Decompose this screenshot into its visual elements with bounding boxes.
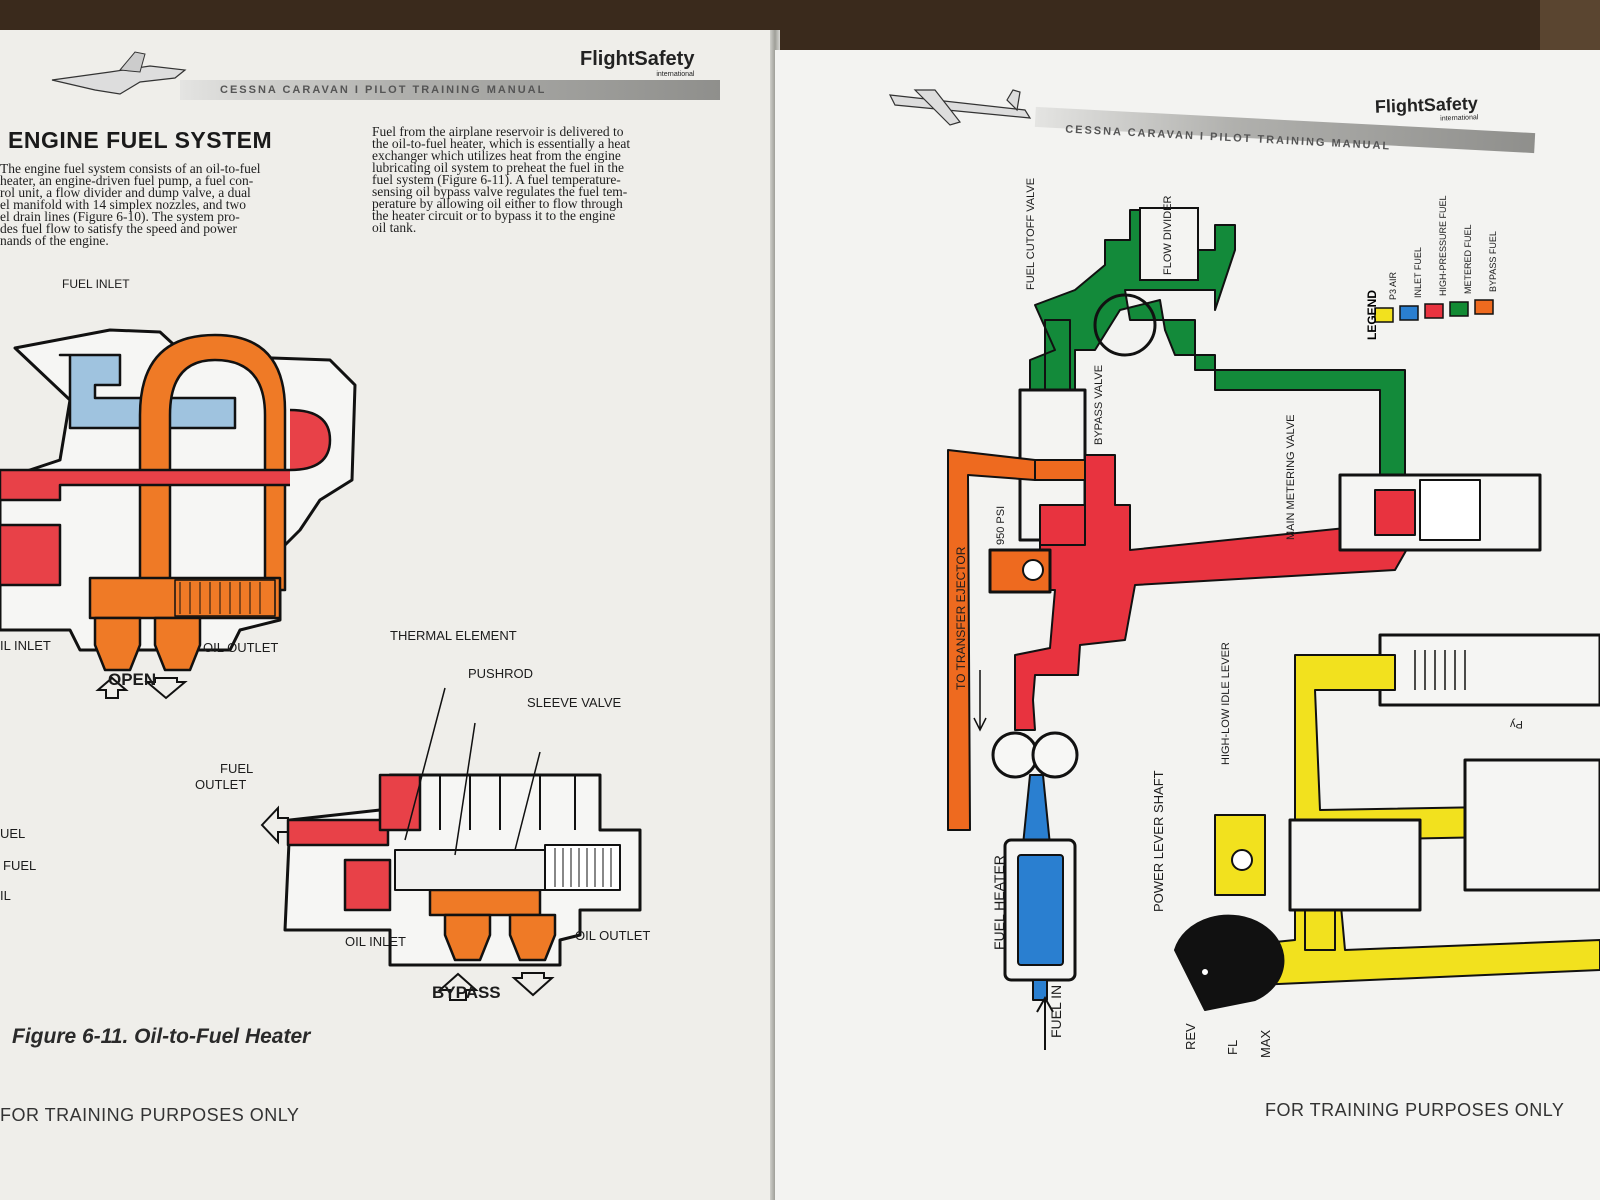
high-low-idle-lever-label: HIGH-LOW IDLE LEVER [1220, 642, 1232, 765]
oil-inlet-arrow-icon [95, 676, 129, 699]
flow-divider-label: FLOW DIVIDER [1162, 195, 1174, 275]
bypass-oil-outlet-arrow-icon [511, 972, 555, 997]
thermal-element-label: THERMAL ELEMENT [390, 628, 517, 643]
figure-caption: Figure 6-11. Oil-to-Fuel Heater [12, 1025, 311, 1048]
power-lever-disk [1174, 914, 1285, 1011]
paragraph-line: exchanger which utilizes heat from the e… [372, 148, 621, 163]
left-page-artwork [0, 51, 642, 1001]
legend-title: LEGEND [1365, 289, 1379, 340]
fuel-outlet-arrow-icon [260, 805, 289, 845]
max-label: MAX [1258, 1029, 1273, 1058]
page-footer: FOR TRAINING PURPOSES ONLY [0, 1105, 300, 1125]
bypass-valve-label: BYPASS VALVE [1093, 364, 1105, 445]
bypass-oil-inlet-arrow-icon [437, 972, 479, 1001]
page-footer: FOR TRAINING PURPOSES ONLY [1265, 1100, 1565, 1120]
pushrod-label: PUSHROD [468, 666, 534, 681]
fuel-heater-label: FUEL HEATER [991, 855, 1007, 950]
oil-inlet-label: IL INLET [0, 638, 51, 653]
fuel-in-arrow-icon [1036, 995, 1054, 1050]
fuel-inlet-label: FUEL INLET [62, 277, 130, 291]
partial-legend-item: FUEL [3, 858, 37, 873]
bypass-caption: BYPASS [432, 983, 501, 1002]
manual-title: CESSNA CARAVAN I PILOT TRAINING MANUAL [220, 84, 547, 96]
paragraph-line: fuel system (Figure 6-11). A fuel temper… [372, 172, 621, 187]
section-heading: ENGINE FUEL SYSTEM [8, 127, 273, 153]
oil-outlet-arrow-icon [144, 677, 188, 700]
sleeve-valve-label: SLEEVE VALVE [527, 695, 622, 710]
paragraph-line: The engine fuel system consists of an oi… [0, 161, 261, 176]
fuel-outlet-label-1: FUEL [220, 761, 254, 776]
transfer-ejector-arrow-icon [973, 670, 987, 732]
legend-swatch [1399, 305, 1419, 321]
leader-lines [404, 687, 541, 856]
legend-swatches [1374, 299, 1494, 323]
fuel-in-label: FUEL IN [1048, 984, 1064, 1038]
bypass-oil-outlet-label: OIL OUTLET [575, 928, 651, 943]
legend-item-metered-fuel: METERED FUEL [1463, 224, 1473, 294]
paragraph-col2: Fuel from the airplane reservoir is deli… [372, 124, 732, 235]
partial-legend-item: UEL [0, 826, 26, 841]
bypass-diagram [283, 773, 642, 967]
paragraph-line: des fuel flow to satisfy the speed and p… [0, 221, 237, 236]
fuel-cutoff-valve-label: FUEL CUTOFF VALVE [1025, 177, 1037, 290]
paragraph-line: oil tank. [372, 220, 417, 235]
partial-legend-item: IL [0, 888, 11, 903]
paragraph-line: the oil-to-fuel heater, which is essenti… [372, 136, 631, 151]
open-diagram [0, 328, 357, 672]
bypass-oil-inlet-label: OIL INLET [345, 934, 406, 949]
cutoff-valve-icon [1093, 293, 1157, 357]
cessna-plane-logo-icon [888, 89, 1032, 126]
paragraph-line: heater, an engine-driven fuel pump, a fu… [0, 173, 254, 188]
legend-item-bypass-fuel: BYPASS FUEL [1488, 231, 1498, 292]
oil-outlet-label: OIL OUTLET [203, 640, 279, 655]
legend-item-inlet-fuel: INLET FUEL [1413, 247, 1423, 298]
high-pressure-fuel-line [1014, 454, 1416, 731]
fuel-outlet-label-2: OUTLET [195, 777, 247, 792]
fl-label: FL [1225, 1039, 1240, 1055]
main-metering-valve-label: MAIN METERING VALVE [1285, 414, 1297, 540]
paragraph-line: perature by allowing oil either to flow … [372, 196, 623, 211]
py-label: Py [1510, 718, 1523, 730]
open-caption: OPEN [108, 670, 157, 689]
paragraph-line: the heater circuit or to bypass it to th… [372, 208, 616, 223]
legend-swatch [1374, 307, 1394, 323]
header-band [180, 80, 720, 100]
paragraph-line: Fuel from the airplane reservoir is deli… [372, 124, 624, 139]
paragraph-line: sensing oil bypass valve regulates the f… [372, 184, 628, 199]
legend-swatch [1424, 303, 1444, 319]
paragraph-col1: The engine fuel system consists of an oi… [0, 161, 360, 248]
power-lever-shaft-label: POWER LEVER SHAFT [1151, 770, 1166, 912]
paragraph-line: el drain lines (Figure 6-10). The system… [0, 209, 240, 224]
bypass-fuel-line [947, 449, 1036, 831]
legend-item-p3-air: P3 AIR [1388, 271, 1398, 300]
to-transfer-ejector-label: TO TRANSFER EJECTOR [954, 546, 968, 690]
rev-label: REV [1183, 1023, 1198, 1050]
jet-logo-icon [51, 51, 187, 95]
legend-swatch [1449, 301, 1469, 317]
paragraph-line: lubricating oil system to preheat the fu… [372, 160, 624, 175]
legend-swatch [1474, 299, 1494, 315]
psi-label: 950 PSI [995, 505, 1007, 545]
paragraph-line: rol unit, a flow divider and dump valve,… [0, 185, 251, 200]
fuel-system-schematic [888, 89, 1600, 1050]
legend-item-high-pressure-fuel: HIGH-PRESSURE FUEL [1438, 195, 1448, 296]
flow-divider [1139, 207, 1199, 281]
paragraph-line: nands of the engine. [0, 233, 109, 248]
paragraph-line: el manifold with 14 simplex nozzles, and… [0, 197, 246, 212]
